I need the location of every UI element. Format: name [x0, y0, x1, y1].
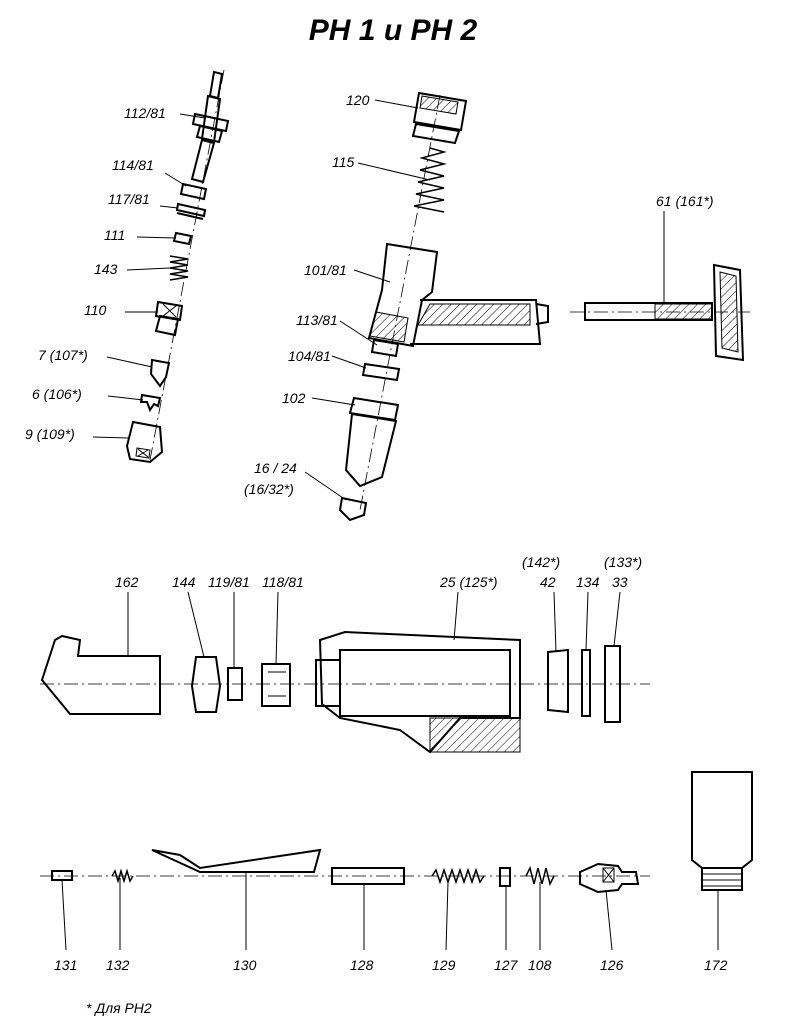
label-120: 120 [346, 92, 370, 108]
footnote: * Для PH2 [86, 1000, 152, 1016]
diagram-title: PH 1 и PH 2 [308, 14, 478, 47]
label-108: 108 [528, 957, 552, 973]
label-114-81: 114/81 [112, 157, 154, 173]
leader-lines [62, 100, 718, 950]
label-128: 128 [350, 957, 374, 973]
label-132: 132 [106, 957, 130, 973]
label-131: 131 [54, 957, 78, 973]
label-119-81: 119/81 [208, 574, 250, 590]
label-33: 33 [612, 574, 628, 590]
label-104-81: 104/81 [288, 348, 331, 364]
label-115: 115 [332, 154, 355, 170]
label-133: (133*) [604, 554, 643, 570]
label-16-24: 16 / 24 [254, 460, 297, 476]
label-42: 42 [540, 574, 556, 590]
top-middle-assembly [340, 93, 548, 520]
label-142: (142*) [522, 554, 561, 570]
label-126: 126 [600, 957, 624, 973]
bottom-row-assembly [40, 772, 752, 892]
label-25: 25 (125*) [440, 574, 498, 590]
label-172: 172 [704, 957, 728, 973]
label-111: 111 [104, 227, 126, 243]
label-127: 127 [494, 957, 518, 973]
label-16-32: (16/32*) [244, 481, 294, 497]
middle-row-assembly [40, 632, 650, 752]
label-7: 7 (107*) [38, 347, 88, 363]
label-117-81: 117/81 [108, 191, 150, 207]
label-118-81: 118/81 [262, 574, 304, 590]
label-134: 134 [576, 574, 600, 590]
label-61: 61 (161*) [656, 193, 714, 209]
label-102: 102 [282, 390, 306, 406]
part-61 [570, 265, 750, 360]
label-162: 162 [115, 574, 139, 590]
label-113-81: 113/81 [296, 312, 338, 328]
label-6: 6 (106*) [32, 386, 82, 402]
label-143: 143 [94, 261, 118, 277]
label-144: 144 [172, 574, 196, 590]
label-101-81: 101/81 [304, 262, 347, 278]
top-left-assembly [127, 70, 228, 462]
label-112-81: 112/81 [124, 105, 166, 121]
label-129: 129 [432, 957, 456, 973]
label-130: 130 [233, 957, 257, 973]
label-110: 110 [84, 302, 107, 318]
label-9: 9 (109*) [25, 426, 75, 442]
